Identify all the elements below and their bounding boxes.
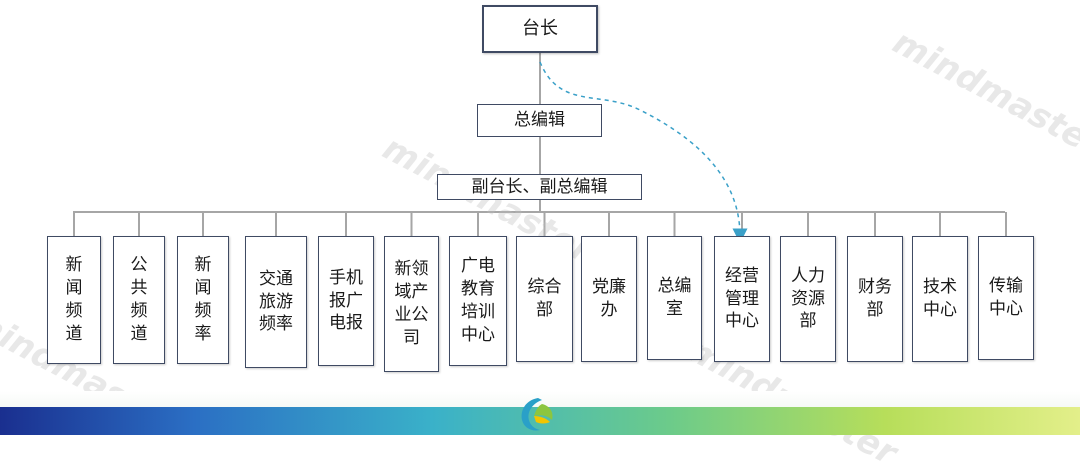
department-box: 财务 部: [847, 236, 903, 362]
department-box: 广电 教育 培训 中心: [449, 236, 507, 366]
org-chart: mindmaster mindmaster mindmaster mindmas…: [0, 5, 1080, 473]
department-label: 党廉 办: [592, 277, 626, 320]
department-box: 经营 管理 中心: [714, 236, 770, 362]
department-box: 综合 部: [516, 236, 573, 362]
editor-in-chief-box: 总编辑: [477, 104, 602, 137]
department-box: 交通 旅游 频率: [245, 236, 307, 368]
department-label: 综合 部: [527, 277, 562, 320]
department-label: 广电 教育 培训 中心: [461, 256, 495, 345]
department-box: 公 共 频 道: [113, 236, 165, 364]
connector-lines: [73, 52, 1007, 244]
department-label: 技术 中心: [923, 277, 957, 320]
department-box: 总编 室: [647, 236, 702, 360]
dashed-relation-arrow: [539, 61, 748, 244]
deputies-box: 副台长、副总编辑: [437, 174, 642, 200]
department-box: 人力 资源 部: [780, 236, 836, 362]
department-box: 技术 中心: [912, 236, 968, 362]
department-box: 新 闻 频 道: [47, 236, 101, 364]
department-box: 传输 中心: [978, 236, 1034, 360]
department-label: 手机 报广 电报: [329, 267, 363, 334]
department-label: 新 闻 频 道: [65, 255, 83, 344]
department-label: 公 共 频 道: [130, 255, 148, 344]
department-box: 新 闻 频 率: [177, 236, 229, 364]
department-label: 人力 资源 部: [791, 265, 825, 332]
department-box: 新领 域产 业公 司: [384, 236, 439, 372]
department-label: 财务 部: [858, 277, 892, 320]
department-label: 传输 中心: [989, 276, 1023, 319]
department-label: 总编 室: [657, 276, 692, 319]
department-label: 交通 旅游 频率: [259, 268, 293, 335]
department-label: 新领 域产 业公 司: [394, 259, 429, 348]
department-box: 党廉 办: [581, 236, 637, 362]
department-label: 经营 管理 中心: [725, 265, 759, 332]
director-box: 台长: [482, 5, 598, 53]
connector-drops: [73, 212, 1007, 236]
department-label: 新 闻 频 率: [194, 255, 212, 344]
department-box: 手机 报广 电报: [318, 236, 374, 366]
colorful-leaf-logo-icon: [521, 398, 553, 431]
